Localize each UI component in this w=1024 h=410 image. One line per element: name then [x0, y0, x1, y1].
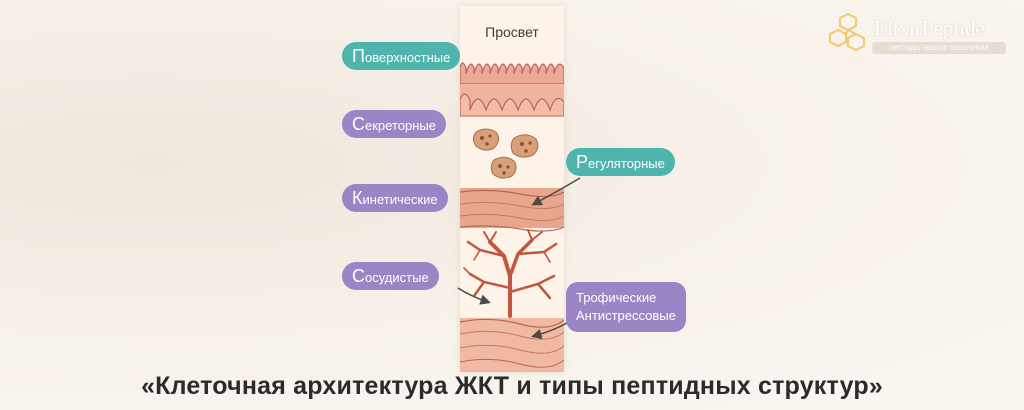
- muscle-layer: [460, 188, 564, 232]
- logo-name: ElixirPeptide: [874, 16, 985, 40]
- label-regulatory: Регуляторные: [566, 148, 675, 176]
- molecule-icon: [829, 12, 865, 52]
- logo-tagline: пептиды нового поколения: [872, 42, 1006, 54]
- label-secretory: Секреторные: [342, 110, 446, 138]
- lumen-label: Просвет: [485, 24, 539, 40]
- page-title: «Клеточная архитектура ЖКТ и типы пептид…: [141, 372, 883, 400]
- serosa-layer: [460, 318, 564, 372]
- tissue-diagram: [460, 62, 564, 372]
- label-kinetic: Кинетические: [342, 184, 448, 212]
- label-secretory-text: Секреторные: [352, 114, 436, 134]
- label-surface-text: Поверхностные: [352, 46, 451, 66]
- arrow-regulatory: [531, 177, 581, 206]
- label-trophic-line1: Трофические: [576, 290, 657, 305]
- label-kinetic-text: Кинетические: [352, 188, 438, 208]
- label-surface: Поверхностные: [342, 42, 461, 70]
- label-trophic: Трофические Антистрессовые: [566, 282, 686, 332]
- surface-villi: [460, 62, 564, 85]
- arrow-vascular: [457, 287, 491, 305]
- secretory-granules: [473, 128, 539, 179]
- label-vascular: Сосудистые: [342, 262, 439, 290]
- label-trophic-line2: Антистрессовые: [576, 308, 676, 323]
- brand-logo: ElixirPeptide пептиды нового поколения: [826, 12, 1012, 58]
- vascular-tree: [463, 229, 558, 318]
- label-vascular-text: Сосудистые: [352, 266, 429, 286]
- surface-crypts: [460, 93, 564, 117]
- label-regulatory-text: Регуляторные: [576, 152, 665, 172]
